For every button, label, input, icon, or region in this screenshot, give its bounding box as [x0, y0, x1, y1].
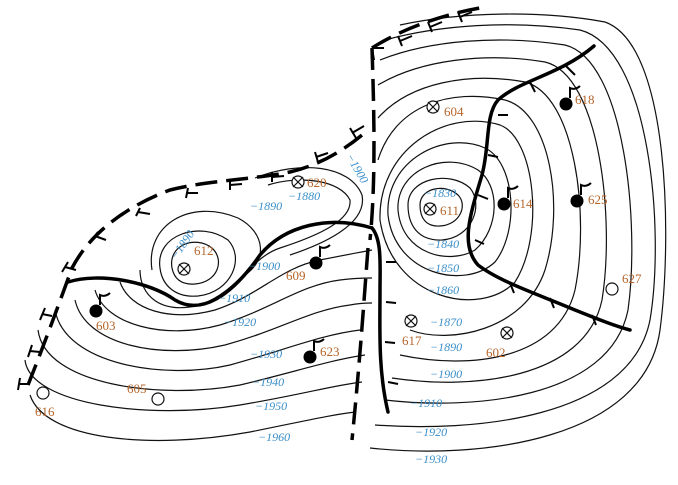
well-label-616: 616 [35, 404, 55, 419]
contour-label: −1840 [427, 237, 459, 251]
well-label-609: 609 [286, 268, 306, 283]
well-618-symbol[interactable] [559, 85, 581, 111]
contour-label: −1890 [430, 340, 462, 354]
well-603-symbol[interactable] [89, 292, 111, 318]
well-605-symbol[interactable] [151, 392, 165, 406]
well-label-627: 627 [622, 271, 642, 286]
boundary-central [368, 47, 376, 241]
fault-line-west [66, 220, 374, 308]
well-623-symbol[interactable] [303, 338, 325, 364]
contour-label: −1860 [427, 283, 459, 297]
well-627-symbol[interactable] [605, 282, 619, 296]
contour-label: −1940 [252, 375, 284, 389]
contour-label: −1950 [255, 399, 287, 413]
well-label-618: 618 [575, 92, 595, 107]
contour-label: −1910 [410, 396, 442, 410]
boundary-central-lower [350, 247, 370, 441]
well-label-605: 605 [127, 381, 147, 396]
boundary-hatches [17, 11, 473, 391]
contour-label: −1930 [250, 347, 282, 361]
well-620-symbol[interactable] [291, 175, 305, 189]
contour-label: −1900 [343, 151, 371, 186]
well-label-612: 612 [194, 243, 214, 258]
well-label-620: 620 [307, 175, 327, 190]
well-611-symbol[interactable] [423, 202, 437, 216]
well-602-symbol[interactable] [500, 326, 514, 340]
contour-label: −1850 [427, 261, 459, 275]
well-label-623: 623 [320, 344, 340, 359]
boundary-north [371, 6, 481, 50]
contour-label: −1920 [224, 315, 256, 329]
contour-label: −1900 [430, 367, 462, 381]
boundary-west [26, 128, 370, 386]
fault-ticks [384, 64, 597, 385]
well-617-symbol[interactable] [404, 314, 418, 328]
contour-label: −1960 [258, 430, 290, 444]
contour-label: −1880 [288, 189, 320, 203]
well-labels: 604 618 620 611 614 625 612 609 627 603 … [35, 92, 642, 419]
well-label-617: 617 [402, 333, 422, 348]
well-label-625: 625 [588, 192, 608, 207]
well-614-symbol[interactable] [497, 185, 519, 211]
well-612-symbol[interactable] [177, 262, 191, 276]
well-symbols [36, 85, 619, 406]
well-label-602: 602 [486, 345, 506, 360]
contour-label: −1900 [248, 259, 280, 273]
well-label-611: 611 [440, 203, 459, 218]
contour-label: −1890 [250, 199, 282, 213]
contour-label: −1870 [430, 315, 462, 329]
contour-label: −1890 [167, 228, 197, 262]
west-contours [24, 167, 373, 442]
well-616-symbol[interactable] [36, 386, 50, 400]
fault-line-east [466, 44, 632, 332]
well-label-604: 604 [444, 104, 464, 119]
well-label-614: 614 [513, 196, 533, 211]
well-label-603: 603 [96, 318, 116, 333]
well-625-symbol[interactable] [570, 182, 592, 208]
contour-label: −1910 [218, 291, 250, 305]
contour-label: −1920 [415, 425, 447, 439]
well-604-symbol[interactable] [426, 100, 440, 114]
fault-line-central [370, 226, 390, 414]
east-contours [369, 13, 667, 452]
contour-label: −1930 [415, 452, 447, 466]
contour-labels: −1830 −1840 −1850 −1860 −1870 −1890 −190… [167, 151, 462, 466]
contour-label: −1830 [424, 186, 456, 200]
well-609-symbol[interactable] [309, 244, 331, 270]
